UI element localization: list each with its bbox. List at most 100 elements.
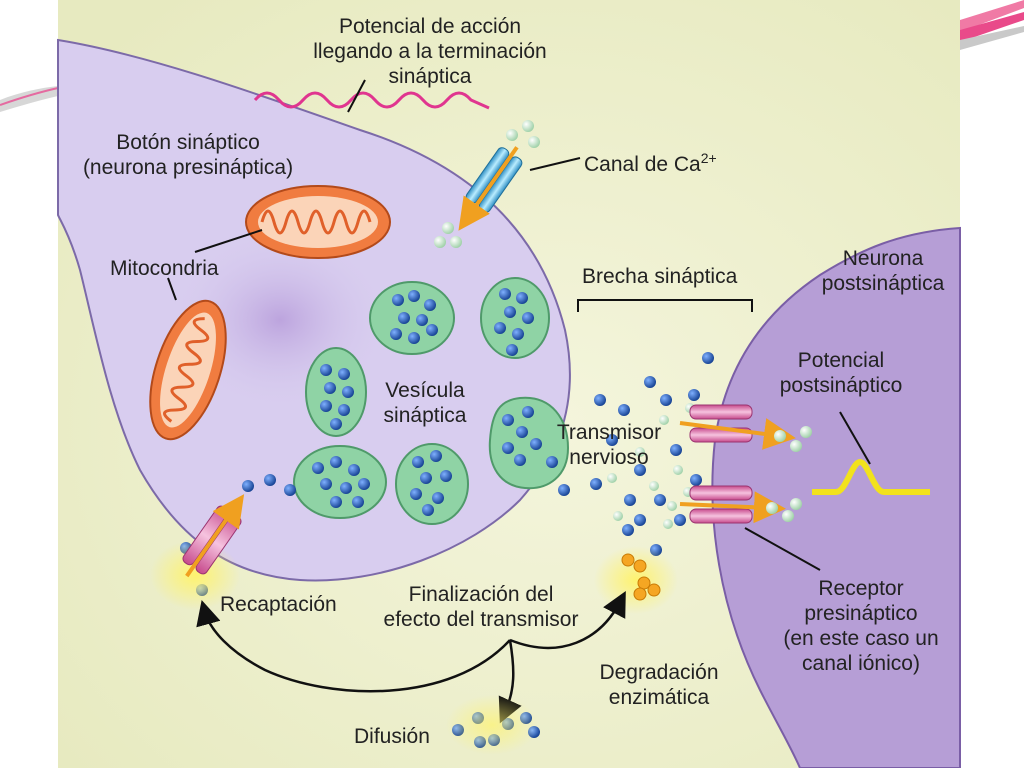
transmitter-termination-label: Finalización del efecto del transmisor [366,582,596,632]
synaptic-cleft-label-text: Brecha sináptica [582,265,738,288]
neurotransmitter-label: Transmisor nervioso [544,420,674,470]
mitochondria-leader-lower [167,277,177,301]
transmitter-molecule [522,406,534,418]
ion-dot [663,519,673,529]
enzymatic-degradation-label: Degradación enzimática [584,660,734,710]
transmitter-molecule [688,389,700,401]
transmitter-molecule [432,492,444,504]
degraded-fragments [621,553,661,601]
transmitter-molecule [320,364,332,376]
synaptic-vesicle-label-line2: sináptica [383,404,467,427]
synaptic-cleft-bracket [577,299,753,312]
synaptic-cleft-label: Brecha sináptica [582,264,737,289]
transmitter-molecule [412,456,424,468]
enzymatic-degradation-label-line1: Degradación [599,661,719,684]
transmitter-molecule [390,328,402,340]
postsynaptic-neuron-label: Neurona postsináptica [808,246,958,296]
transmitter-molecule [352,496,364,508]
transmitter-molecule [338,368,350,380]
presynaptic-bouton-label-line1: Botón sináptico [116,131,260,154]
transmitter-molecule [358,478,370,490]
receptor-label-line3: (en este caso un [783,627,939,650]
transmitter-molecule [320,400,332,412]
postsynaptic-potential-label-line1: Potencial [797,349,885,372]
transmitter-molecule [264,474,276,486]
transmitter-molecule [530,438,542,450]
diffusion-glow [446,695,538,755]
synaptic-vesicle-label: Vesícula sináptica [370,378,480,428]
transmitter-molecule [420,472,432,484]
diffusion-label: Difusión [354,724,430,749]
transmitter-molecule [424,299,436,311]
transmitter-molecule [410,488,422,500]
transmitter-molecule [330,496,342,508]
postsynaptic-potential-curve [812,458,930,495]
transmitter-molecule [654,494,666,506]
transmitter-molecule [514,454,526,466]
presynaptic-bouton-label: Botón sináptico (neurona presináptica) [58,130,318,180]
calcium-channel-label-text: Canal de Ca [584,153,701,176]
transmitter-molecule [330,418,342,430]
receptor-label-line4: canal iónico) [802,652,920,675]
transmitter-molecule [644,376,656,388]
transmitter-molecule [516,426,528,438]
transmitter-molecule [502,414,514,426]
calcium-channel-leader [529,157,581,171]
diffusion-label-text: Difusión [354,725,430,748]
reuptake-glow [150,540,240,610]
transmitter-molecule [522,312,534,324]
receptor-label-line1: Receptor [818,577,904,600]
ion-dot [635,447,645,457]
ion-dot [667,501,677,511]
action-potential-label-line2: llegando a la terminación [313,40,547,63]
transmitter-molecule [284,484,296,496]
action-potential-label-line3: sináptica [388,65,472,88]
degradation-glow [594,546,678,614]
transmitter-molecule [499,288,511,300]
calcium-channel-label-superscript: 2+ [700,150,717,166]
slide-decoration [0,0,1024,112]
action-potential-leader [347,79,366,113]
neurotransmitter-label-line1: Transmisor [556,421,662,444]
transmitter-molecule [622,524,634,536]
postsynaptic-neuron-label-line2: postsináptica [821,272,945,295]
postsynaptic-neuron-label-line1: Neurona [842,247,924,270]
receptor-label-line2: presináptico [804,602,918,625]
transmitter-molecule [502,442,514,454]
transmitter-molecule [702,352,714,364]
transmitter-molecule [512,328,524,340]
ion-dots-post [766,426,812,522]
postsynaptic-potential-label-line2: postsináptico [779,374,903,397]
ion-dot [613,511,623,521]
transmitter-molecule [312,462,324,474]
mitochondria-leader-upper [194,229,263,253]
transmitter-molecule [426,324,438,336]
transmitter-molecule [634,464,646,476]
reuptake-arrow [196,599,511,693]
degradation-arrow [509,590,626,650]
transmitter-molecule [430,450,442,462]
transmitter-termination-label-line2: efecto del transmisor [383,608,579,631]
mitochondria-label: Mitocondria [110,256,219,281]
ion-dot [649,481,659,491]
mitochondrion-lower [149,299,227,441]
transmitter-termination-label-line1: Finalización del [408,583,554,606]
transmitter-molecule [324,382,336,394]
transmitter-molecule [440,470,452,482]
transmitter-molecule [670,444,682,456]
transmitter-molecule [660,394,672,406]
action-potential-label: Potencial de acción llegando a la termin… [285,14,575,89]
transmitter-molecule [342,386,354,398]
action-potential-wave [253,91,490,110]
transmitter-molecule [634,514,646,526]
receptor-label: Receptor presináptico (en este caso un c… [766,576,956,676]
postsynaptic-potential-leader [839,411,871,465]
synaptic-vesicle-label-line1: Vesícula [385,379,465,402]
transmitter-molecule [330,456,342,468]
transmitter-molecule [422,504,434,516]
action-potential-label-line1: Potencial de acción [338,15,522,38]
mitochondria-label-text: Mitocondria [110,257,219,280]
enzymatic-degradation-label-line2: enzimática [608,686,710,709]
reuptake-label: Recaptación [220,592,337,617]
